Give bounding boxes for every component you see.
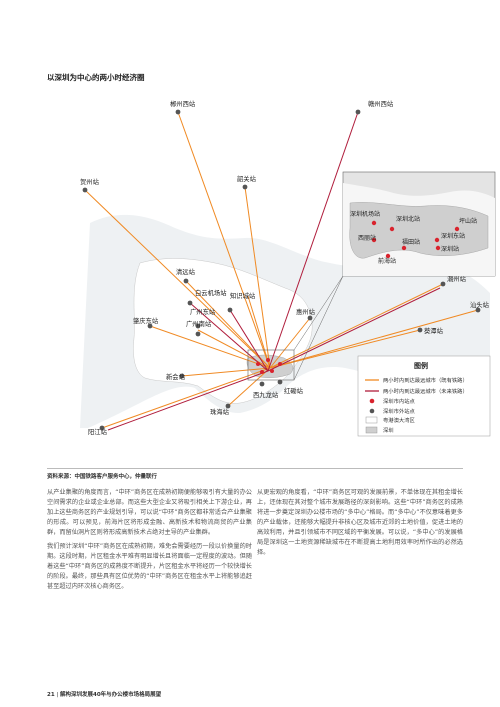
inset-station-label: 深圳站 [441,245,459,253]
city-label: 白云机场站 [195,288,227,297]
inset-station-label: 深圳北站 [396,215,420,223]
city-label: 珠海站 [210,407,230,416]
legend-label: 深圳市外站点 [383,407,415,415]
divider [47,468,463,469]
city-label: 韶关站 [237,174,257,183]
city-label: 郴州西站 [170,99,196,108]
city-label: 新会站 [166,372,186,381]
rail-map: 郴州西站 赣州西站 贺州站 韶关站 清远站 白云机场站 知识城站 肇庆东站 广州… [0,88,500,453]
page-number: 21 [47,692,55,698]
city-label: 知识城站 [230,291,256,300]
city-label: 赣州西站 [368,99,394,108]
legend-label: 深圳 [383,426,394,434]
city-label: 汕头站 [470,300,490,309]
page-footer: 21 | 解构深圳发展40年与办公楼市场格局展望 [47,692,162,698]
city-label: 葵潭站 [424,326,444,335]
inset-map: 深圳机场站 深圳北站 坪山站 西丽站 深圳东站 福田站 深圳站 前海站 [293,171,496,381]
city-label: 广州东站 [190,307,216,316]
city-label: 贺州站 [80,177,100,186]
legend-title: 图例 [414,361,428,370]
zoom-box [247,349,295,381]
shenzhen-stations [256,358,282,374]
paragraph: 从产业集聚的角度而言，“中环”商务区在成熟初期便能够吸引有大量的办公空间需求的企… [47,489,252,536]
paragraph: 我们预计深圳“中环”商务区在成熟初期，难免会需要经历一段以价换量的时期。这段时期… [47,543,252,590]
city-label: 清远站 [176,267,196,276]
future-routes [107,111,441,431]
city-label: 潮州站 [447,274,467,283]
legend-label: 两小时内到达最远城市（未来铁路） [383,387,468,395]
inset-station-label: 前海站 [378,257,396,265]
city-label: 阳江站 [88,427,108,436]
inset-station-label: 福田站 [402,238,420,246]
body-column-right: 从更宏观的角度看，“中环”商务区可观的发展前景，不单体现在其租金增长上，还体现在… [257,488,463,562]
city-label: 肇庆东站 [133,316,159,325]
footer-title: 解构深圳发展40年与办公楼市场格局展望 [60,692,162,698]
legend-label: 两小时内到达最远城市（既有铁路） [383,376,468,384]
outside-stations [82,109,481,431]
city-label: 广州南站 [186,319,212,328]
city-label: 西九龙站 [253,390,279,399]
inset-station-label: 深圳机场站 [350,210,380,218]
inset-station-label: 深圳东站 [441,232,465,240]
paragraph: 从更宏观的角度看，“中环”商务区可观的发展前景，不单体现在其租金增长上，还体现在… [257,489,463,556]
inset-station-label: 坪山站 [459,217,477,225]
map-legend: 图例 两小时内到达最远城市（既有铁路） 两小时内到达最远城市（未来铁路） 深圳市… [357,355,491,437]
existing-routes [84,111,479,429]
city-label: 红磡站 [284,386,304,395]
city-label: 惠州站 [296,307,316,316]
source-note: 资料来源：中国铁路客户服务中心，仲量联行 [47,474,158,480]
page-title: 以深圳为中心的两小时经济圈 [47,73,145,82]
body-column-left: 从产业集聚的角度而言，“中环”商务区在成熟初期便能够吸引有大量的办公空间需求的企… [47,488,252,596]
inset-station-label: 西丽站 [358,234,376,242]
legend-label: 粤港澳大湾区 [383,416,415,424]
legend-label: 深圳市内站点 [383,397,415,405]
